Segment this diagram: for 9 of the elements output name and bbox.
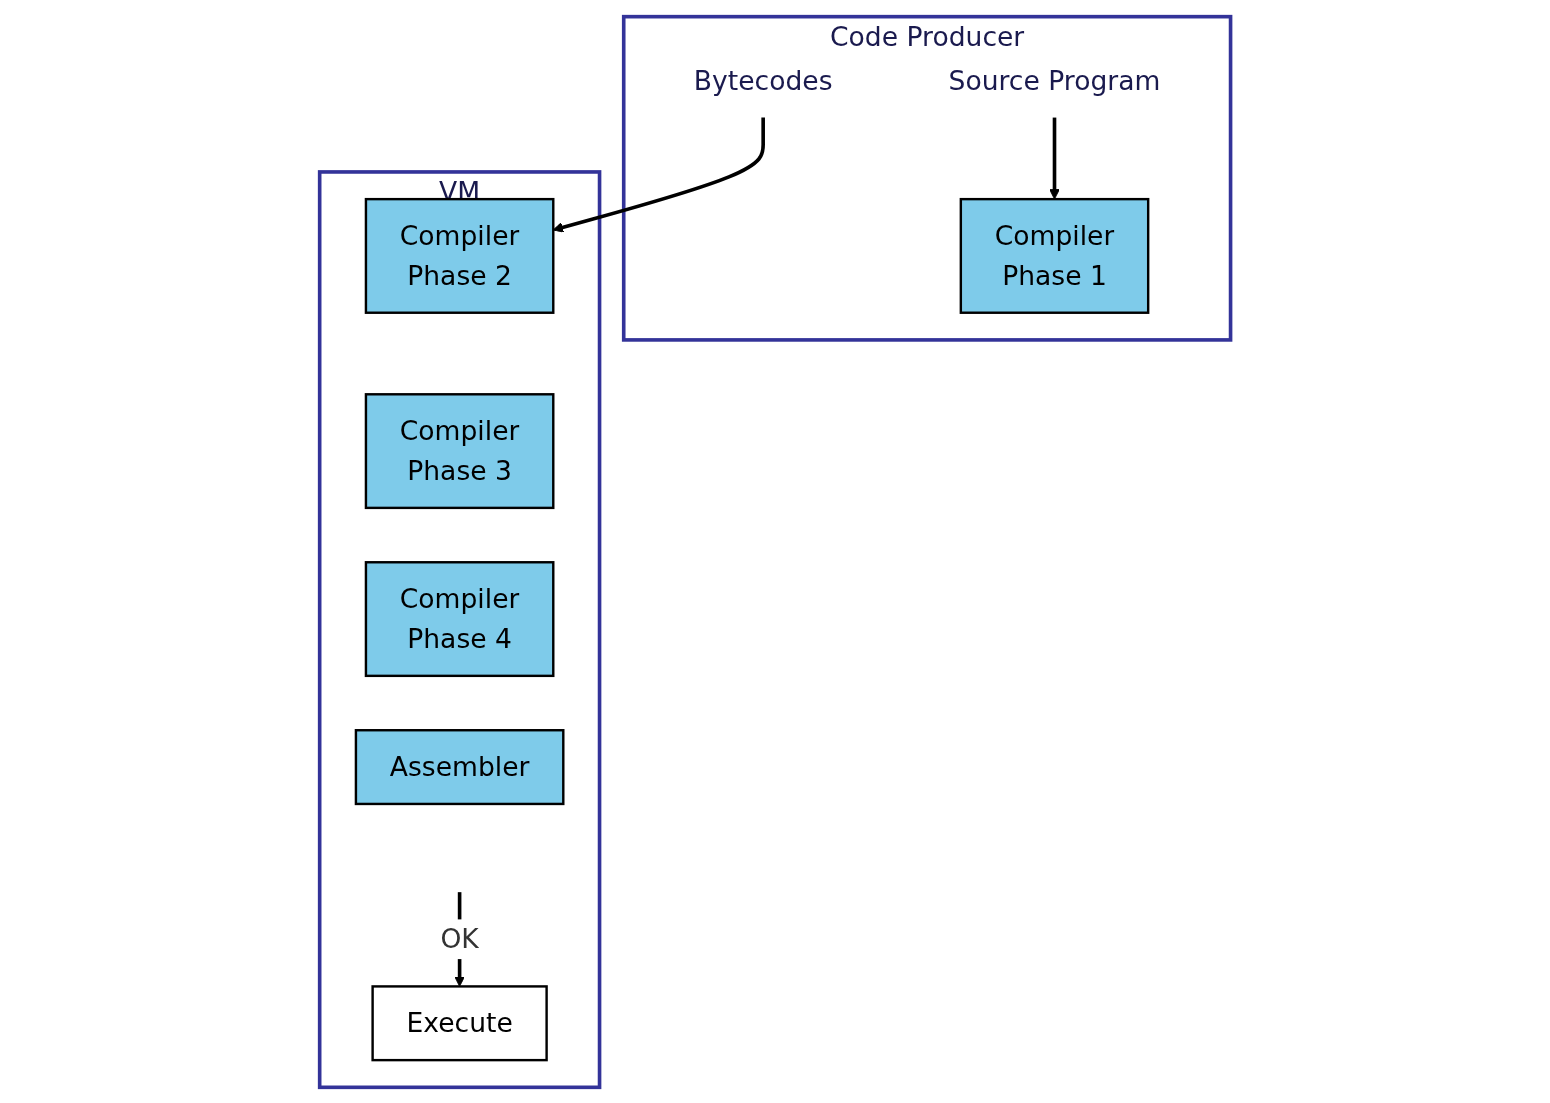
- node-box: Compiler Phase 3: [364, 392, 555, 509]
- node-box: Execute: [371, 984, 548, 1061]
- node-text: Bytecodes: [693, 65, 833, 96]
- node-text: Source Program: [948, 65, 1161, 96]
- node-box: Compiler Phase 4: [364, 560, 555, 677]
- node-box: Compiler Phase 1: [959, 197, 1150, 314]
- node-box: Compiler Phase 2: [364, 197, 555, 314]
- node-box: Assembler: [354, 728, 565, 805]
- edge-label: OK: [440, 923, 479, 954]
